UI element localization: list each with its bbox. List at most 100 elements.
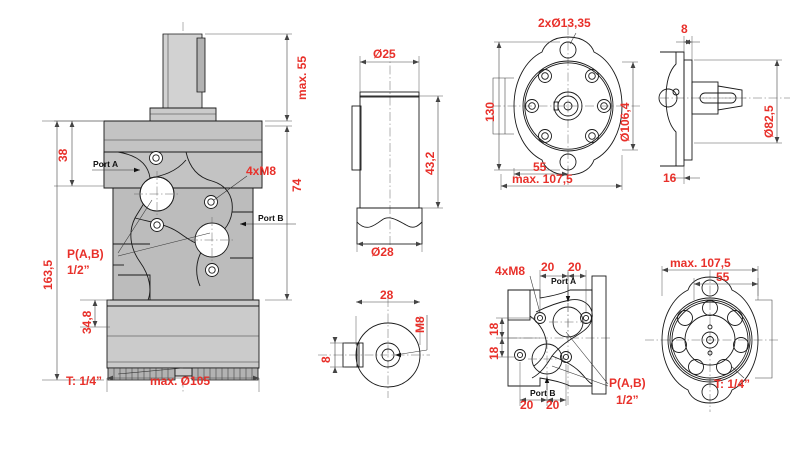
m8-hole-2-inner bbox=[153, 221, 161, 229]
dim-163-5: 163,5 bbox=[41, 120, 104, 381]
label-p-ab-front-text: P(A,B) bbox=[67, 247, 104, 261]
dim-130: 130 bbox=[483, 41, 560, 171]
gerotor-lobe-1 bbox=[702, 300, 718, 316]
shaft-keyway bbox=[351, 105, 362, 171]
gerotor-lobe-7 bbox=[677, 310, 693, 326]
dim-20-bottom-b: 20 bbox=[546, 398, 560, 412]
dim-2xd13-35-label: 2xØ13,35 bbox=[538, 16, 591, 30]
label-p-ab-front: P(A,B) 1/2” bbox=[67, 199, 211, 277]
label-port-a-text: Port A bbox=[93, 159, 118, 169]
bolt-boss-group bbox=[525, 69, 611, 143]
label-port-b-ports: Port B bbox=[530, 377, 556, 398]
dim-max-55-label: max. 55 bbox=[295, 56, 309, 100]
dim-16: 16 bbox=[663, 166, 700, 185]
mounting-flange bbox=[103, 120, 263, 153]
bolt-boss-se bbox=[585, 129, 599, 143]
bolt-boss-e bbox=[597, 99, 611, 113]
bolt-boss-w bbox=[525, 99, 539, 113]
side-body-profile bbox=[660, 51, 677, 167]
label-t-port-front: T: 1/4” bbox=[66, 367, 184, 388]
port-face-m8-2-in bbox=[582, 314, 590, 322]
housing-upper-shelf bbox=[103, 151, 263, 189]
dim-74-label: 74 bbox=[290, 178, 304, 192]
shaft-end-keyway-face bbox=[356, 342, 364, 368]
right-side-section-view: 8 Ø82,5 16 bbox=[658, 22, 790, 185]
dim-18-left-a: 18 bbox=[487, 322, 501, 336]
dim-8-end: 8 bbox=[319, 337, 345, 373]
shaft-taper-side bbox=[717, 85, 743, 111]
gerotor-lobe-4 bbox=[716, 359, 732, 375]
dim-43-2: 43,2 bbox=[419, 95, 443, 209]
label-p-ab-size-ports-text: 1/2” bbox=[616, 393, 639, 407]
dim-8-end-label: 8 bbox=[319, 356, 333, 363]
dim-d82-5-label: Ø82,5 bbox=[762, 105, 776, 138]
dim-8-side: 8 bbox=[676, 22, 700, 60]
dim-max-d105: max. Ø105 bbox=[106, 374, 260, 392]
port-face-m8-3 bbox=[514, 349, 526, 361]
label-port-a: Port A bbox=[92, 159, 140, 173]
side-bore bbox=[658, 88, 678, 108]
dim-20-top-b: 20 bbox=[568, 260, 582, 274]
label-t-port-bottom-text: T: 1/4” bbox=[714, 377, 750, 391]
hub-bore bbox=[563, 101, 573, 111]
dim-20-20-bottom: 20 20 bbox=[519, 362, 567, 412]
dim-max-55: max. 55 bbox=[205, 33, 309, 122]
dim-d25-label: Ø25 bbox=[373, 47, 396, 61]
dim-34-8: 34,8 bbox=[80, 299, 110, 334]
dim-d106-4-label: Ø106,4 bbox=[618, 102, 632, 142]
label-m8-end: M8 bbox=[394, 315, 428, 358]
bolt-boss-nw bbox=[538, 69, 552, 83]
shaft-base bbox=[356, 207, 423, 245]
label-p-ab-ports: P(A,B) 1/2” bbox=[551, 331, 646, 407]
port-face-corner-block bbox=[507, 289, 531, 321]
bflange-circle-1 bbox=[667, 297, 753, 383]
bolt-boss-se-in bbox=[588, 132, 596, 140]
label-port-a-ports-text: Port A bbox=[551, 276, 576, 286]
dim-20-bottom-a: 20 bbox=[520, 398, 534, 412]
label-port-b-text: Port B bbox=[258, 213, 284, 223]
label-port-a-ports: Port A bbox=[551, 276, 576, 302]
shaft-body bbox=[162, 33, 203, 109]
bflange-mount-hole-bottom bbox=[701, 383, 719, 401]
dim-18-18-left: 18 18 bbox=[487, 317, 540, 360]
dim-28-end-label: 28 bbox=[380, 288, 394, 302]
flange-body-circle bbox=[522, 60, 614, 152]
dim-55-top: 55 bbox=[513, 160, 569, 180]
dim-20-top-a: 20 bbox=[541, 260, 555, 274]
gerotor-lobe-5 bbox=[688, 359, 704, 375]
dim-d28: Ø28 bbox=[356, 241, 423, 259]
port-face-m8-2 bbox=[580, 312, 592, 324]
m8-hole-3-inner bbox=[207, 198, 215, 206]
dim-163-5-label: 163,5 bbox=[41, 260, 55, 290]
shaft-end-bore bbox=[381, 348, 395, 362]
m8-hole-4-inner bbox=[208, 266, 216, 274]
bflange-pin-1 bbox=[707, 324, 713, 330]
dim-34-8-label: 34,8 bbox=[80, 310, 94, 334]
dim-2xd13-35: 2xØ13,35 bbox=[538, 16, 591, 45]
bolt-boss-nw-in bbox=[541, 72, 549, 80]
side-small-hole bbox=[672, 88, 680, 96]
shaft-collar bbox=[149, 107, 217, 122]
label-4xm8-ports-text: 4xM8 bbox=[495, 264, 525, 278]
gerotor-body bbox=[106, 299, 260, 369]
label-port-b-ports-text: Port B bbox=[530, 388, 556, 398]
shaft-section-view: Ø25 43,2 Ø28 bbox=[351, 47, 443, 259]
gerotor-lobe-6 bbox=[671, 337, 687, 353]
bolt-boss-e-in bbox=[600, 102, 608, 110]
port-face-view: 20 20 18 18 20 bbox=[487, 260, 646, 412]
port-face-contour-3 bbox=[551, 355, 593, 385]
bolt-boss-ne bbox=[585, 69, 599, 83]
hub-key-slot bbox=[553, 101, 559, 111]
side-flange-thickness bbox=[683, 59, 693, 161]
dim-d25: Ø25 bbox=[359, 47, 420, 92]
bflange-circle-2 bbox=[669, 299, 751, 381]
shaft-end-outer bbox=[355, 322, 421, 388]
housing-step bbox=[118, 274, 151, 300]
spline-left-band bbox=[107, 367, 176, 381]
label-p-ab-ports-text: P(A,B) bbox=[609, 376, 646, 390]
dim-130-label: 130 bbox=[483, 102, 497, 122]
bflange-hub bbox=[701, 331, 719, 349]
dim-20-20-top: 20 20 bbox=[539, 260, 587, 312]
port-face-flange-plate bbox=[591, 275, 607, 395]
